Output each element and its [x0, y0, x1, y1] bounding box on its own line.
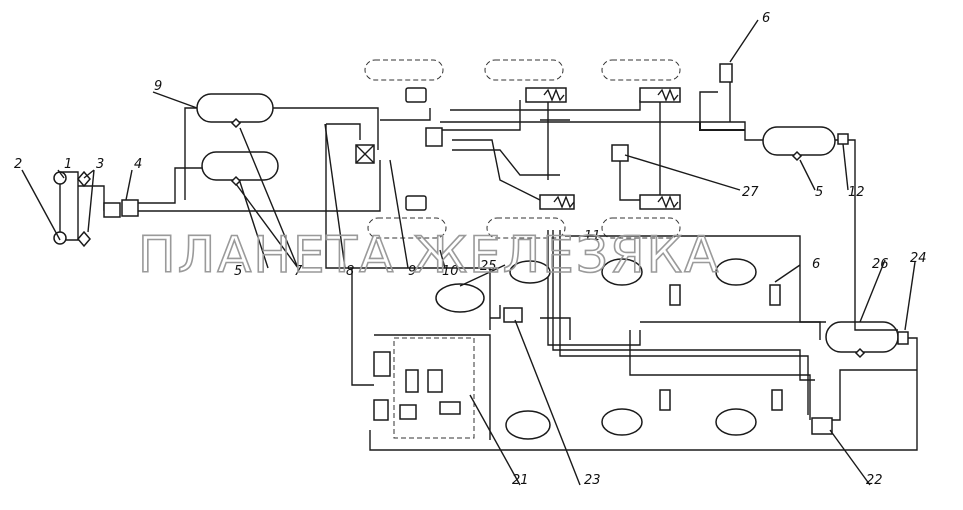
left-components — [53, 170, 139, 248]
callout-25: 25 — [480, 259, 497, 274]
valve-6-top — [719, 63, 733, 83]
valve-22 — [811, 417, 833, 435]
wheel-mid-right — [486, 217, 566, 239]
wheel-front-left — [364, 59, 444, 81]
callout-7: 7 — [294, 264, 303, 279]
chamber-front-bottom — [405, 195, 427, 211]
block-valve-f — [439, 401, 461, 415]
control-block-21 — [373, 337, 475, 439]
wheel-front-right — [367, 217, 447, 239]
chamber-front-top — [405, 87, 427, 103]
filter-lower — [77, 230, 91, 248]
relay-valve-front — [425, 127, 443, 147]
spring-chamber-mid-bottom — [539, 194, 575, 210]
control-block-frame — [393, 337, 475, 439]
wheel-mid-left — [484, 59, 564, 81]
callout-9b: 9 — [408, 264, 416, 279]
callout-6b: 6 — [812, 257, 820, 272]
relay-valve-rear — [611, 144, 629, 162]
callout-22: 22 — [866, 473, 883, 488]
air-bellows — [435, 258, 783, 440]
valve-23 — [503, 307, 523, 323]
block-valve-c — [427, 369, 443, 393]
callout-10: 10 — [442, 264, 459, 279]
level-valve-3 — [659, 389, 671, 411]
callout-27: 27 — [742, 185, 759, 200]
callout-6a: 6 — [762, 11, 770, 26]
callout-9a: 9 — [154, 79, 162, 94]
callout-3: 3 — [96, 157, 104, 172]
callout-23: 23 — [584, 473, 601, 488]
receiver-bottom-right — [825, 321, 899, 353]
pressure-regulator — [103, 202, 121, 218]
block-valve-d — [373, 399, 389, 421]
callout-2: 2 — [14, 157, 22, 172]
callout-24: 24 — [910, 251, 927, 266]
callout-labels: 2 1 3 4 9 6 27 5 12 5 7 8 9 10 25 11 6 2… — [14, 11, 927, 488]
compressor-lower — [53, 231, 67, 245]
callout-1: 1 — [64, 157, 72, 172]
drain-valve-right — [791, 150, 803, 162]
watermark-text: ПЛАНЕТА ЖЕЛЕЗЯКА — [138, 226, 720, 284]
callout-26: 26 — [872, 257, 889, 272]
callout-5b: 5 — [815, 185, 823, 200]
bellow-3 — [715, 258, 757, 286]
level-valve-2 — [769, 284, 781, 306]
callout-12: 12 — [848, 185, 865, 200]
bellow-2 — [601, 258, 643, 286]
valves — [355, 63, 909, 435]
bellow-6 — [715, 408, 757, 436]
level-valve-1 — [669, 284, 681, 306]
callout-21: 21 — [512, 473, 529, 488]
receiver-lower — [201, 151, 279, 181]
level-valve-4 — [771, 389, 783, 411]
block-valve-b — [405, 369, 419, 393]
wheel-rear-left — [601, 59, 681, 81]
callout-8: 8 — [346, 264, 354, 279]
callout-5a: 5 — [234, 264, 242, 279]
receiver-upper — [196, 93, 274, 123]
valve-24 — [897, 331, 909, 345]
leader-lines — [21, 19, 916, 486]
drain-valve-bottom — [854, 347, 866, 359]
callout-11: 11 — [584, 229, 601, 244]
pipelines — [59, 78, 918, 451]
bellow-25 — [509, 260, 551, 284]
bellow-5 — [601, 408, 643, 436]
valve-12 — [837, 133, 849, 145]
dryer — [121, 199, 139, 217]
receiver-right — [762, 126, 836, 156]
wheel-rear-right — [601, 217, 681, 239]
block-valve-e — [399, 404, 417, 420]
block-valve-a — [373, 351, 391, 377]
callout-4: 4 — [134, 157, 142, 172]
axle-wheels — [364, 59, 681, 239]
drain-valve-upper — [230, 117, 242, 129]
bellow-1 — [435, 283, 485, 313]
bellow-4 — [505, 410, 551, 440]
